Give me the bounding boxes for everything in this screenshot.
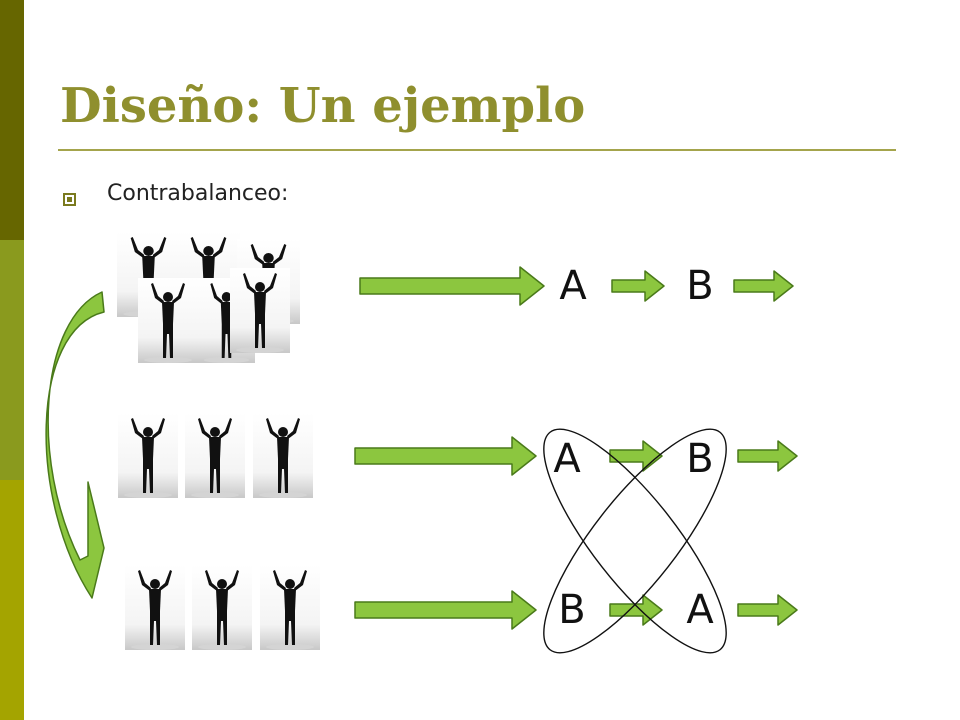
person-silhouette-icon bbox=[125, 565, 185, 650]
arrow-right-icon bbox=[611, 270, 665, 302]
subgroup-1-photos bbox=[118, 413, 313, 498]
split-curved-arrow-icon bbox=[45, 291, 105, 599]
person-silhouette-icon bbox=[260, 565, 320, 650]
arrow-right-icon bbox=[354, 436, 537, 476]
side-bar-dark bbox=[0, 0, 24, 240]
person-silhouette-icon bbox=[118, 413, 178, 498]
row2-first-condition: A bbox=[553, 436, 581, 482]
side-bar-light bbox=[0, 480, 24, 720]
bullet-contrabalanceo: Contrabalanceo: bbox=[107, 181, 289, 206]
arrow-right-icon bbox=[737, 440, 798, 472]
person-silhouette-icon bbox=[185, 413, 245, 498]
row3-second-condition: A bbox=[686, 587, 714, 633]
group-photo-stack bbox=[117, 232, 300, 363]
person-silhouette-icon bbox=[138, 278, 198, 363]
arrow-right-icon bbox=[733, 270, 794, 302]
crossing-oval-b bbox=[543, 428, 727, 654]
crossing-oval-a bbox=[543, 428, 727, 654]
row1-first-condition: A bbox=[559, 263, 587, 309]
arrow-right-icon bbox=[737, 594, 798, 626]
slide-title: Diseño: Un ejemplo bbox=[60, 78, 586, 134]
arrow-right-icon bbox=[359, 266, 545, 306]
title-divider bbox=[58, 149, 896, 151]
arrow-right-icon bbox=[609, 440, 663, 472]
row3-first-condition: B bbox=[558, 587, 585, 633]
row1-second-condition: B bbox=[686, 263, 713, 309]
side-bar-mid bbox=[0, 240, 24, 480]
person-silhouette-icon bbox=[253, 413, 313, 498]
subgroup-2-photos bbox=[125, 565, 320, 650]
arrow-right-icon bbox=[354, 590, 537, 630]
square-bullet-icon bbox=[63, 193, 76, 206]
person-silhouette-icon bbox=[192, 565, 252, 650]
row2-second-condition: B bbox=[686, 436, 713, 482]
person-silhouette-icon bbox=[230, 268, 290, 353]
